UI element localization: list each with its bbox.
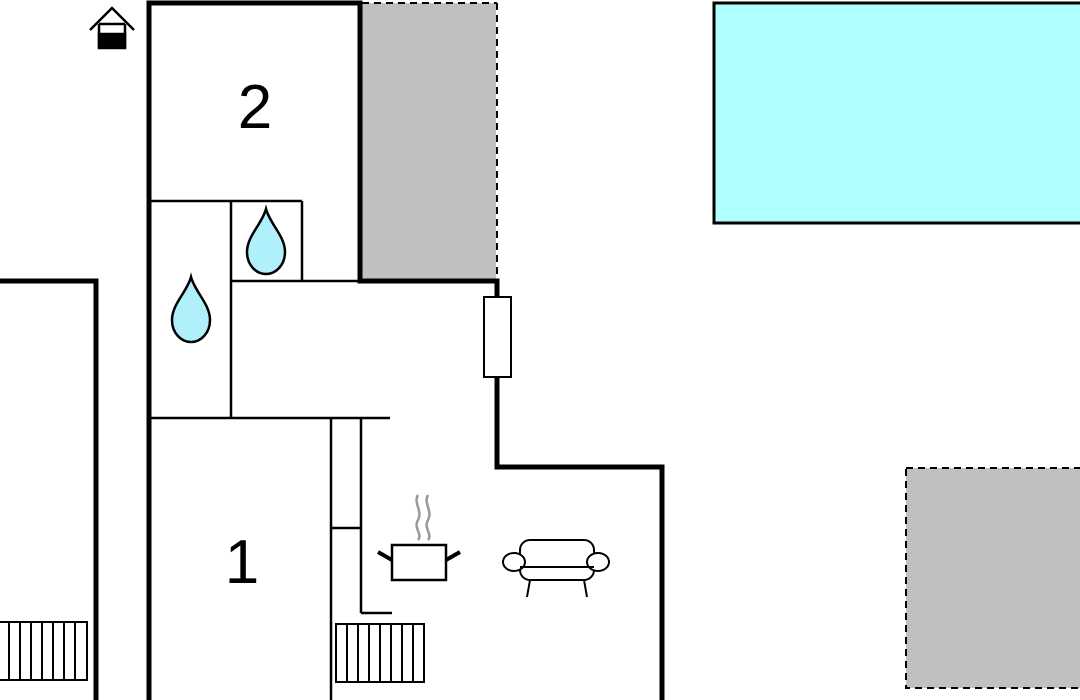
staircase-icon bbox=[0, 621, 88, 681]
swimming-pool bbox=[712, 1, 1080, 225]
water-drop-icon bbox=[245, 204, 287, 276]
window bbox=[483, 296, 512, 378]
terrace-bottom-right bbox=[905, 467, 1080, 689]
neighbour-building bbox=[0, 278, 99, 700]
room-number-1: 1 bbox=[225, 528, 259, 597]
staircase-icon bbox=[335, 623, 425, 683]
cooking-pot-icon bbox=[377, 494, 461, 582]
exterior-wall bbox=[146, 0, 665, 700]
sofa-icon bbox=[502, 539, 610, 598]
interior-walls bbox=[149, 199, 392, 700]
room-number-2: 2 bbox=[238, 73, 272, 142]
terrace-top bbox=[362, 3, 496, 279]
water-drop-icon bbox=[170, 272, 212, 344]
house-entrance-icon bbox=[89, 6, 135, 50]
